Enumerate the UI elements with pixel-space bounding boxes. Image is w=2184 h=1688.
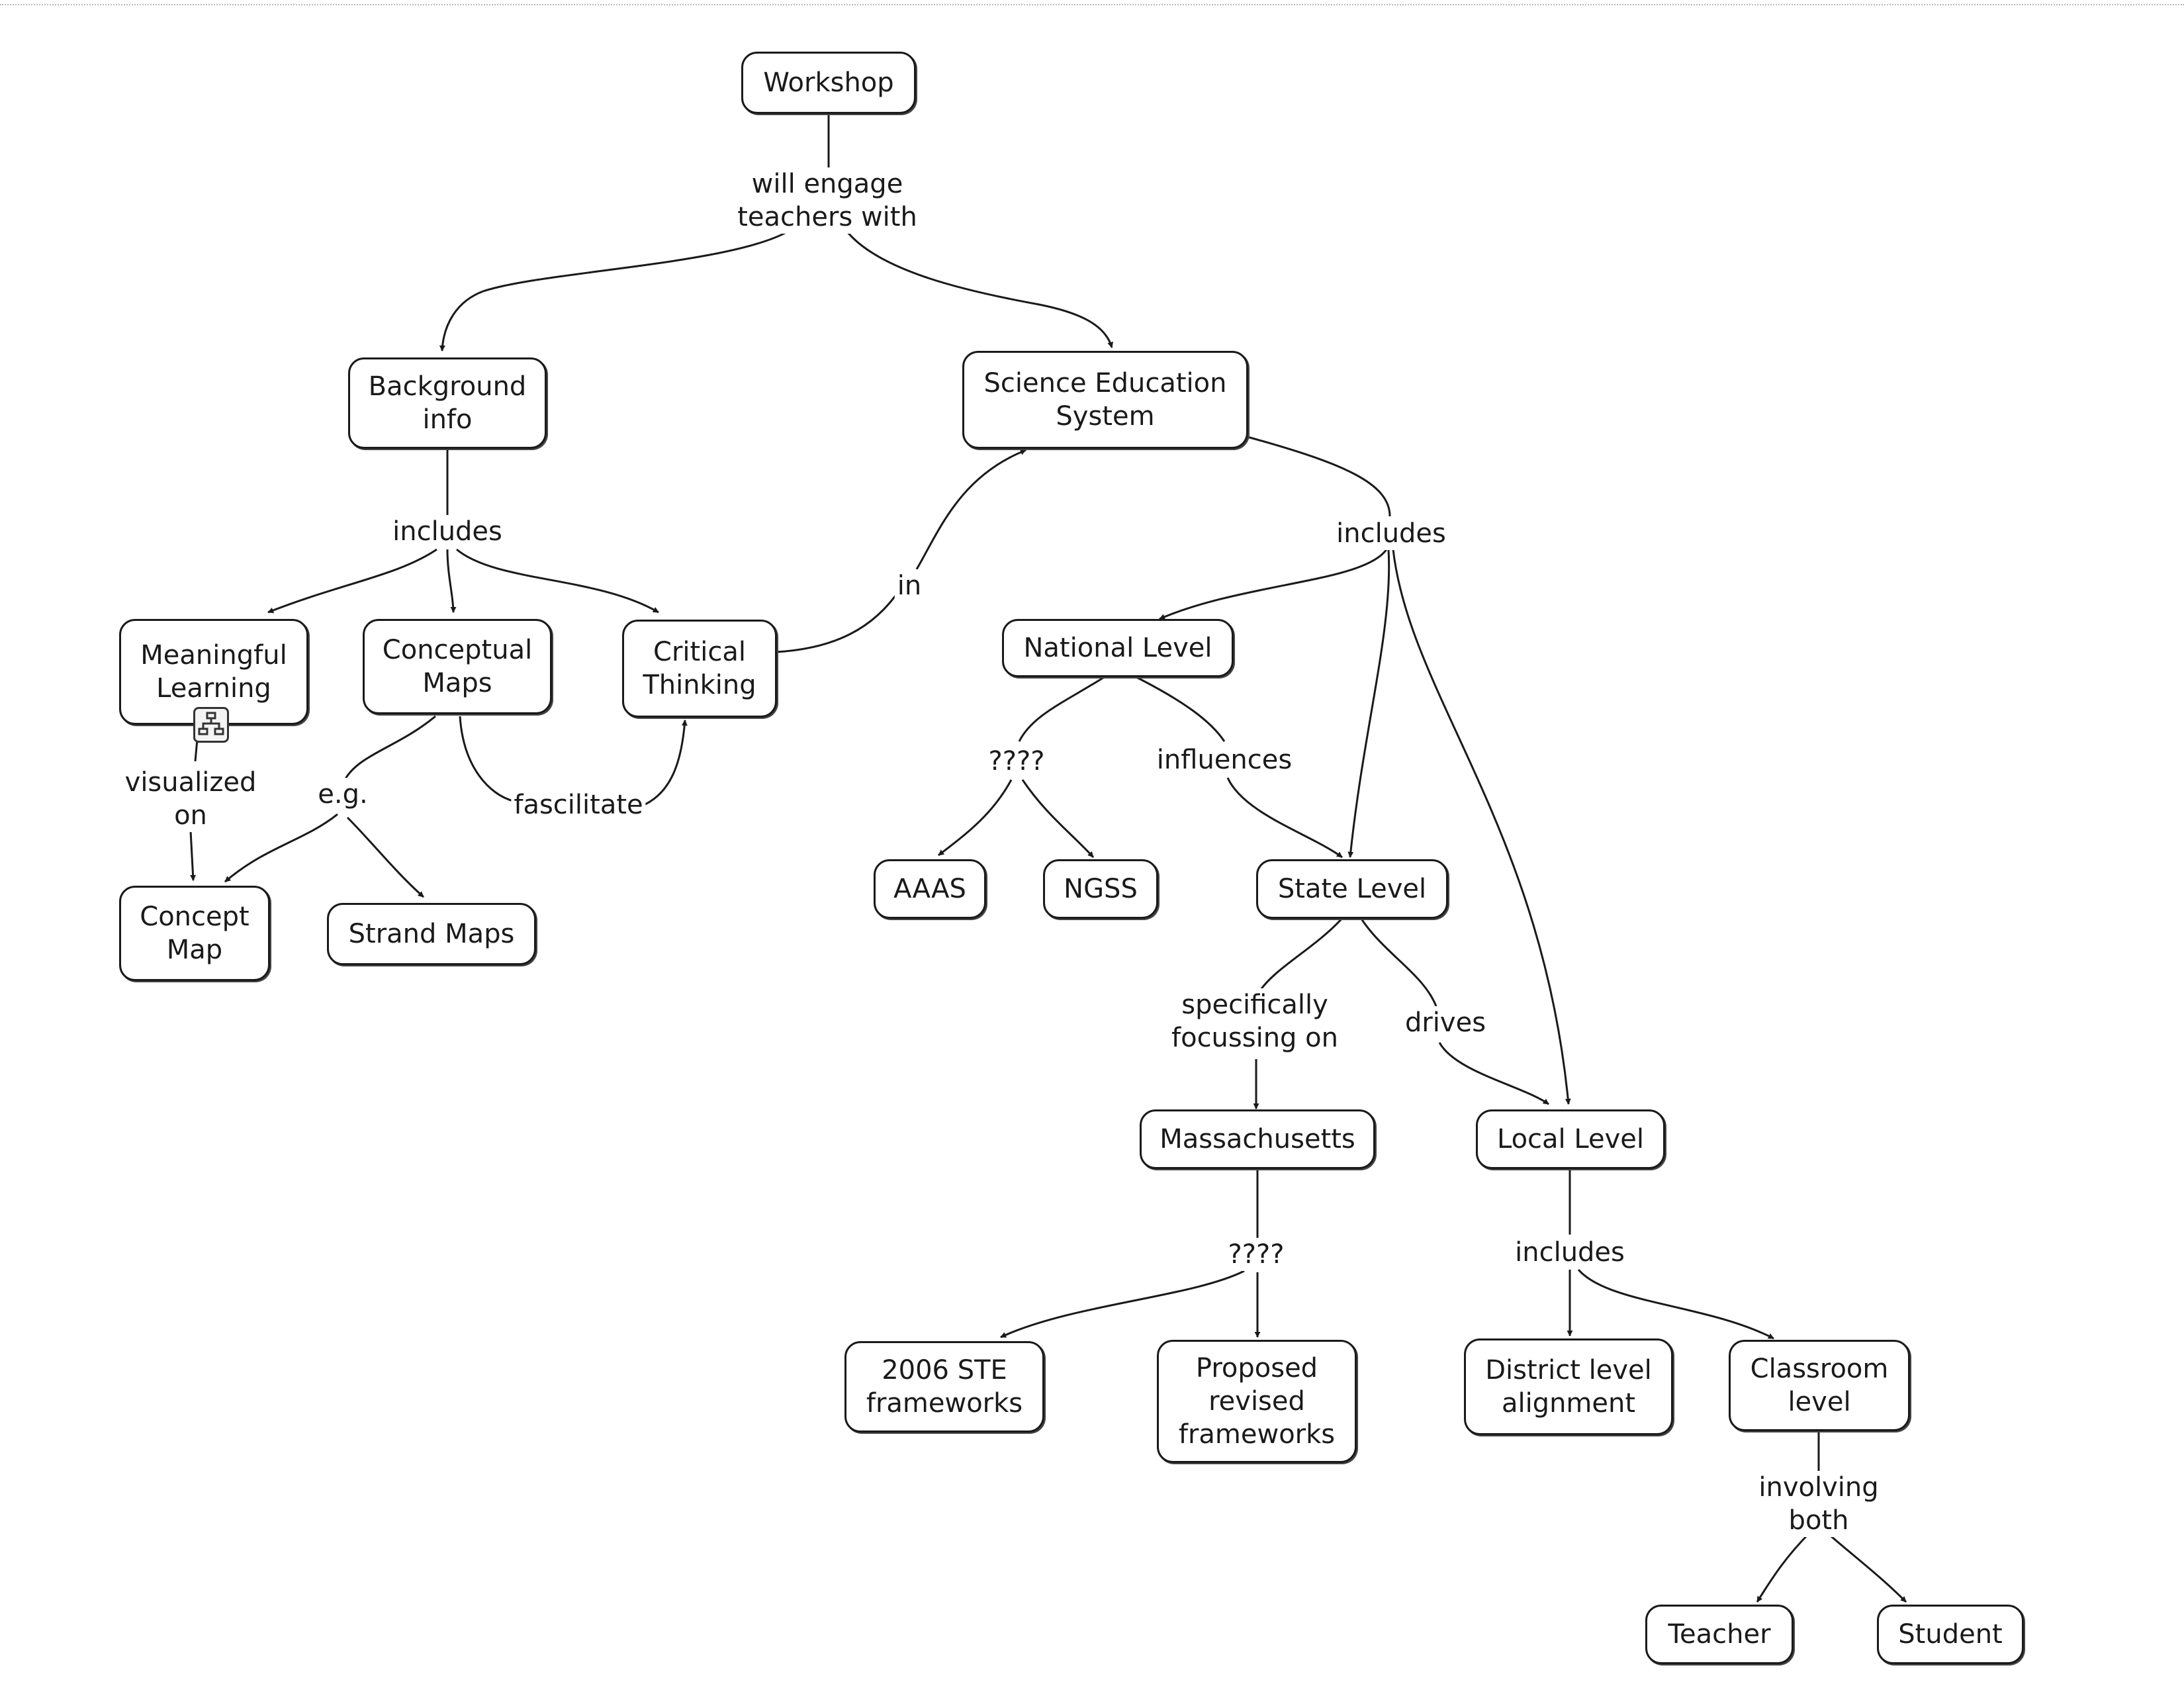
link-visualized-on: visualized on xyxy=(122,766,259,832)
edge-engage-science xyxy=(846,231,1114,348)
node-conceptual-maps[interactable]: Conceptual Maps xyxy=(363,619,552,714)
scan-edge xyxy=(0,0,2184,5)
edge-influences-state xyxy=(1226,777,1343,859)
node-student[interactable]: Student xyxy=(1877,1605,2024,1664)
link-involving-both: involving both xyxy=(1756,1471,1882,1537)
link-specifically-focussing-on: specifically focussing on xyxy=(1169,988,1341,1055)
link-unknown-national: ???? xyxy=(985,745,1048,778)
node-district-level-alignment[interactable]: District level alignment xyxy=(1464,1338,1673,1435)
link-includes-background: includes xyxy=(390,515,505,548)
node-national-level[interactable]: National Level xyxy=(1002,619,1234,677)
node-strand-maps[interactable]: Strand Maps xyxy=(327,903,536,965)
link-fascilitate: fascilitate xyxy=(511,788,646,821)
edge-includes-meaningful xyxy=(267,548,437,614)
node-science-education-system[interactable]: Science Education System xyxy=(962,351,1248,449)
link-eg: e.g. xyxy=(315,778,371,811)
node-2006-ste-frameworks[interactable]: 2006 STE frameworks xyxy=(844,1341,1044,1432)
edge-national-influences xyxy=(1134,675,1226,742)
edge-conceptual-eg xyxy=(343,715,436,782)
edge-critical-in xyxy=(775,588,901,653)
edge-includes-state xyxy=(1347,549,1390,858)
concept-map-icon[interactable] xyxy=(193,707,229,743)
link-includes-local: includes xyxy=(1512,1236,1627,1269)
edge-in-science xyxy=(915,449,1026,570)
edge-involving-student xyxy=(1826,1531,1907,1603)
node-teacher[interactable]: Teacher xyxy=(1645,1605,1794,1664)
edge-engage-background xyxy=(439,230,788,352)
link-drives: drives xyxy=(1402,1006,1489,1039)
node-background-info[interactable]: Background info xyxy=(348,357,547,449)
edge-conceptual-fascilitate xyxy=(459,716,514,802)
node-critical-thinking[interactable]: Critical Thinking xyxy=(622,620,777,718)
link-unknown-massachusetts: ???? xyxy=(1225,1238,1287,1271)
edge-state-specifically xyxy=(1259,916,1345,990)
edge-eg-strand xyxy=(346,816,424,898)
node-proposed-revised-frameworks[interactable]: Proposed revised frameworks xyxy=(1157,1340,1357,1463)
edge-state-drives xyxy=(1359,916,1437,1007)
edge-national-unknown xyxy=(1018,675,1106,742)
node-aaas[interactable]: AAAS xyxy=(874,859,986,919)
node-local-level[interactable]: Local Level xyxy=(1476,1109,1665,1169)
edge-involving-teacher xyxy=(1756,1531,1811,1603)
edge-includes-conceptual xyxy=(446,549,457,613)
edge-fascilitate-critical xyxy=(645,720,688,806)
concept-map-icon-glyph xyxy=(198,712,224,735)
edge-includes-classroom xyxy=(1577,1269,1774,1340)
link-includes-science: includes xyxy=(1334,517,1449,550)
edge-unknown-2006 xyxy=(1000,1270,1245,1338)
edge-includes-national xyxy=(1159,549,1388,620)
node-ngss[interactable]: NGSS xyxy=(1043,859,1158,919)
edge-eg-concept xyxy=(224,813,338,883)
node-classroom-level[interactable]: Classroom level xyxy=(1729,1340,1910,1431)
link-will-engage-teachers-with: will engage teachers with xyxy=(735,167,920,234)
edge-unknown-aaas xyxy=(938,779,1013,857)
edge-drives-local xyxy=(1438,1042,1549,1105)
link-influences: influences xyxy=(1154,743,1295,776)
node-workshop[interactable]: Workshop xyxy=(741,52,916,114)
node-concept-map[interactable]: Concept Map xyxy=(119,886,270,981)
link-in: in xyxy=(894,569,925,602)
edge-includes-critical xyxy=(456,548,659,614)
edge-science-includes xyxy=(1247,436,1391,517)
node-state-level[interactable]: State Level xyxy=(1256,859,1448,919)
edge-visualized-concept xyxy=(189,830,197,881)
edge-unknown-ngss xyxy=(1021,779,1095,859)
edge-includes-local xyxy=(1392,549,1571,1105)
node-massachusetts[interactable]: Massachusetts xyxy=(1140,1109,1375,1169)
